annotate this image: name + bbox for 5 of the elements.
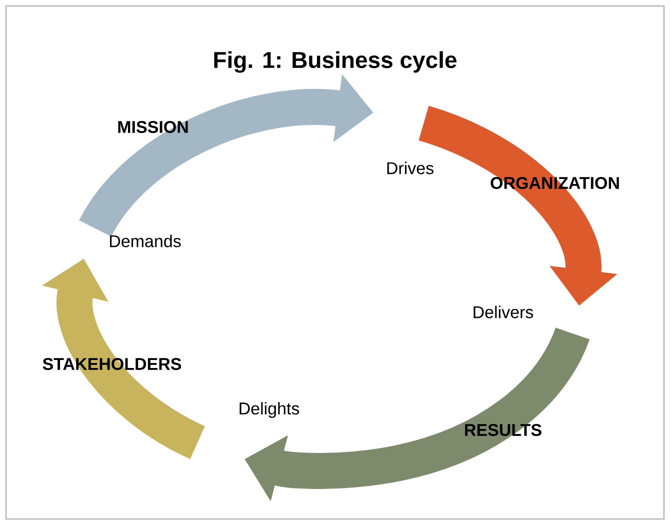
verb-label: Delivers: [474, 306, 534, 318]
verb-label: Delights: [240, 402, 300, 418]
title: Fig. 1: Business cycle: [214, 51, 456, 73]
verb-label: Drives: [387, 162, 434, 174]
node-label: MISSION: [118, 120, 188, 134]
